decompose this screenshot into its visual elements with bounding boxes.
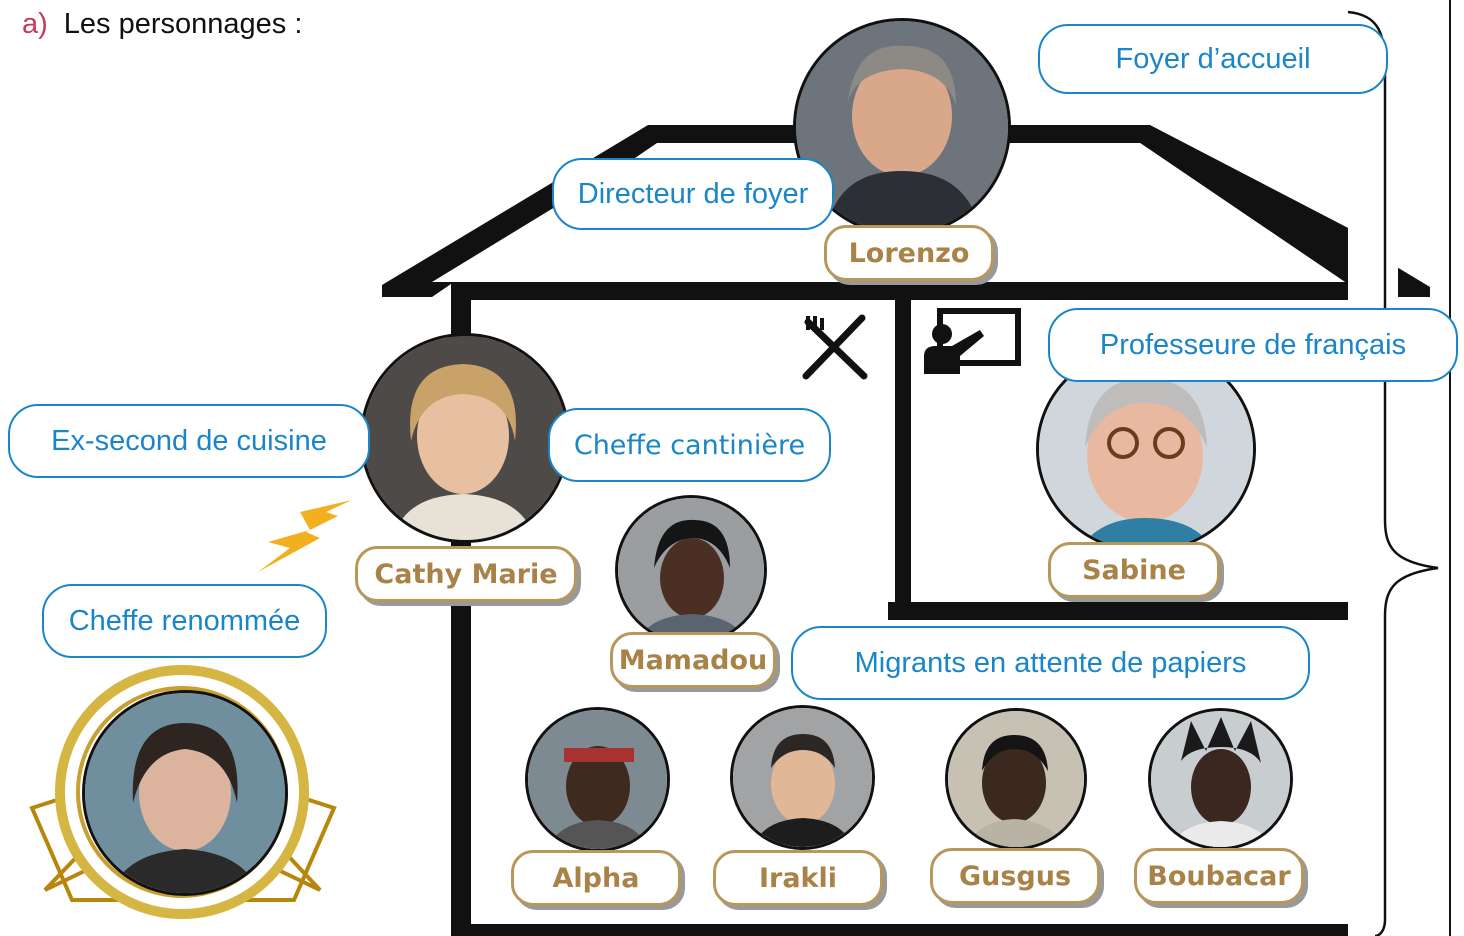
fork-knife-icon: [802, 314, 868, 380]
name-mamadou: Mamadou: [610, 632, 776, 688]
name-lorenzo: Lorenzo: [824, 225, 994, 281]
heading-number: a): [22, 8, 48, 40]
cathy-photo: [360, 333, 570, 543]
ground-wall: [451, 924, 1348, 936]
label-migrants: Migrants en attente de papiers: [791, 626, 1310, 700]
teacher-board-icon: [924, 308, 1021, 374]
name-boubacar: Boubacar: [1134, 848, 1304, 904]
lorenzo-photo: [793, 18, 1011, 236]
label-professeure: Professeure de français: [1048, 308, 1458, 382]
ceiling: [451, 282, 1348, 300]
middle-wall: [895, 296, 911, 606]
label-ex-second: Ex-second de cuisine: [8, 404, 370, 478]
name-gusgus: Gusgus: [930, 848, 1100, 904]
heading-text: Les personnages :: [63, 8, 303, 40]
mamadou-photo: [615, 495, 767, 645]
cheffe-renommee-photo: [82, 690, 288, 896]
label-foyer: Foyer d’accueil: [1038, 24, 1388, 94]
label-cheffe-cantiniere: Cheffe cantinière: [548, 408, 831, 482]
lightning-icon: [258, 500, 352, 572]
name-alpha: Alpha: [511, 850, 681, 906]
name-cathy: Cathy Marie: [355, 546, 577, 602]
alpha-photo: [525, 707, 670, 852]
floor-divider: [888, 602, 1350, 620]
boubacar-photo: [1148, 708, 1293, 850]
label-cheffe-renommee: Cheffe renommée: [42, 584, 327, 658]
gusgus-photo: [945, 708, 1087, 850]
name-irakli: Irakli: [713, 850, 883, 906]
label-directeur: Directeur de foyer: [552, 158, 834, 230]
irakli-photo: [730, 705, 875, 850]
section-heading: a) Les personnages :: [22, 8, 302, 41]
right-band: [1348, 90, 1398, 936]
name-sabine: Sabine: [1048, 542, 1220, 598]
